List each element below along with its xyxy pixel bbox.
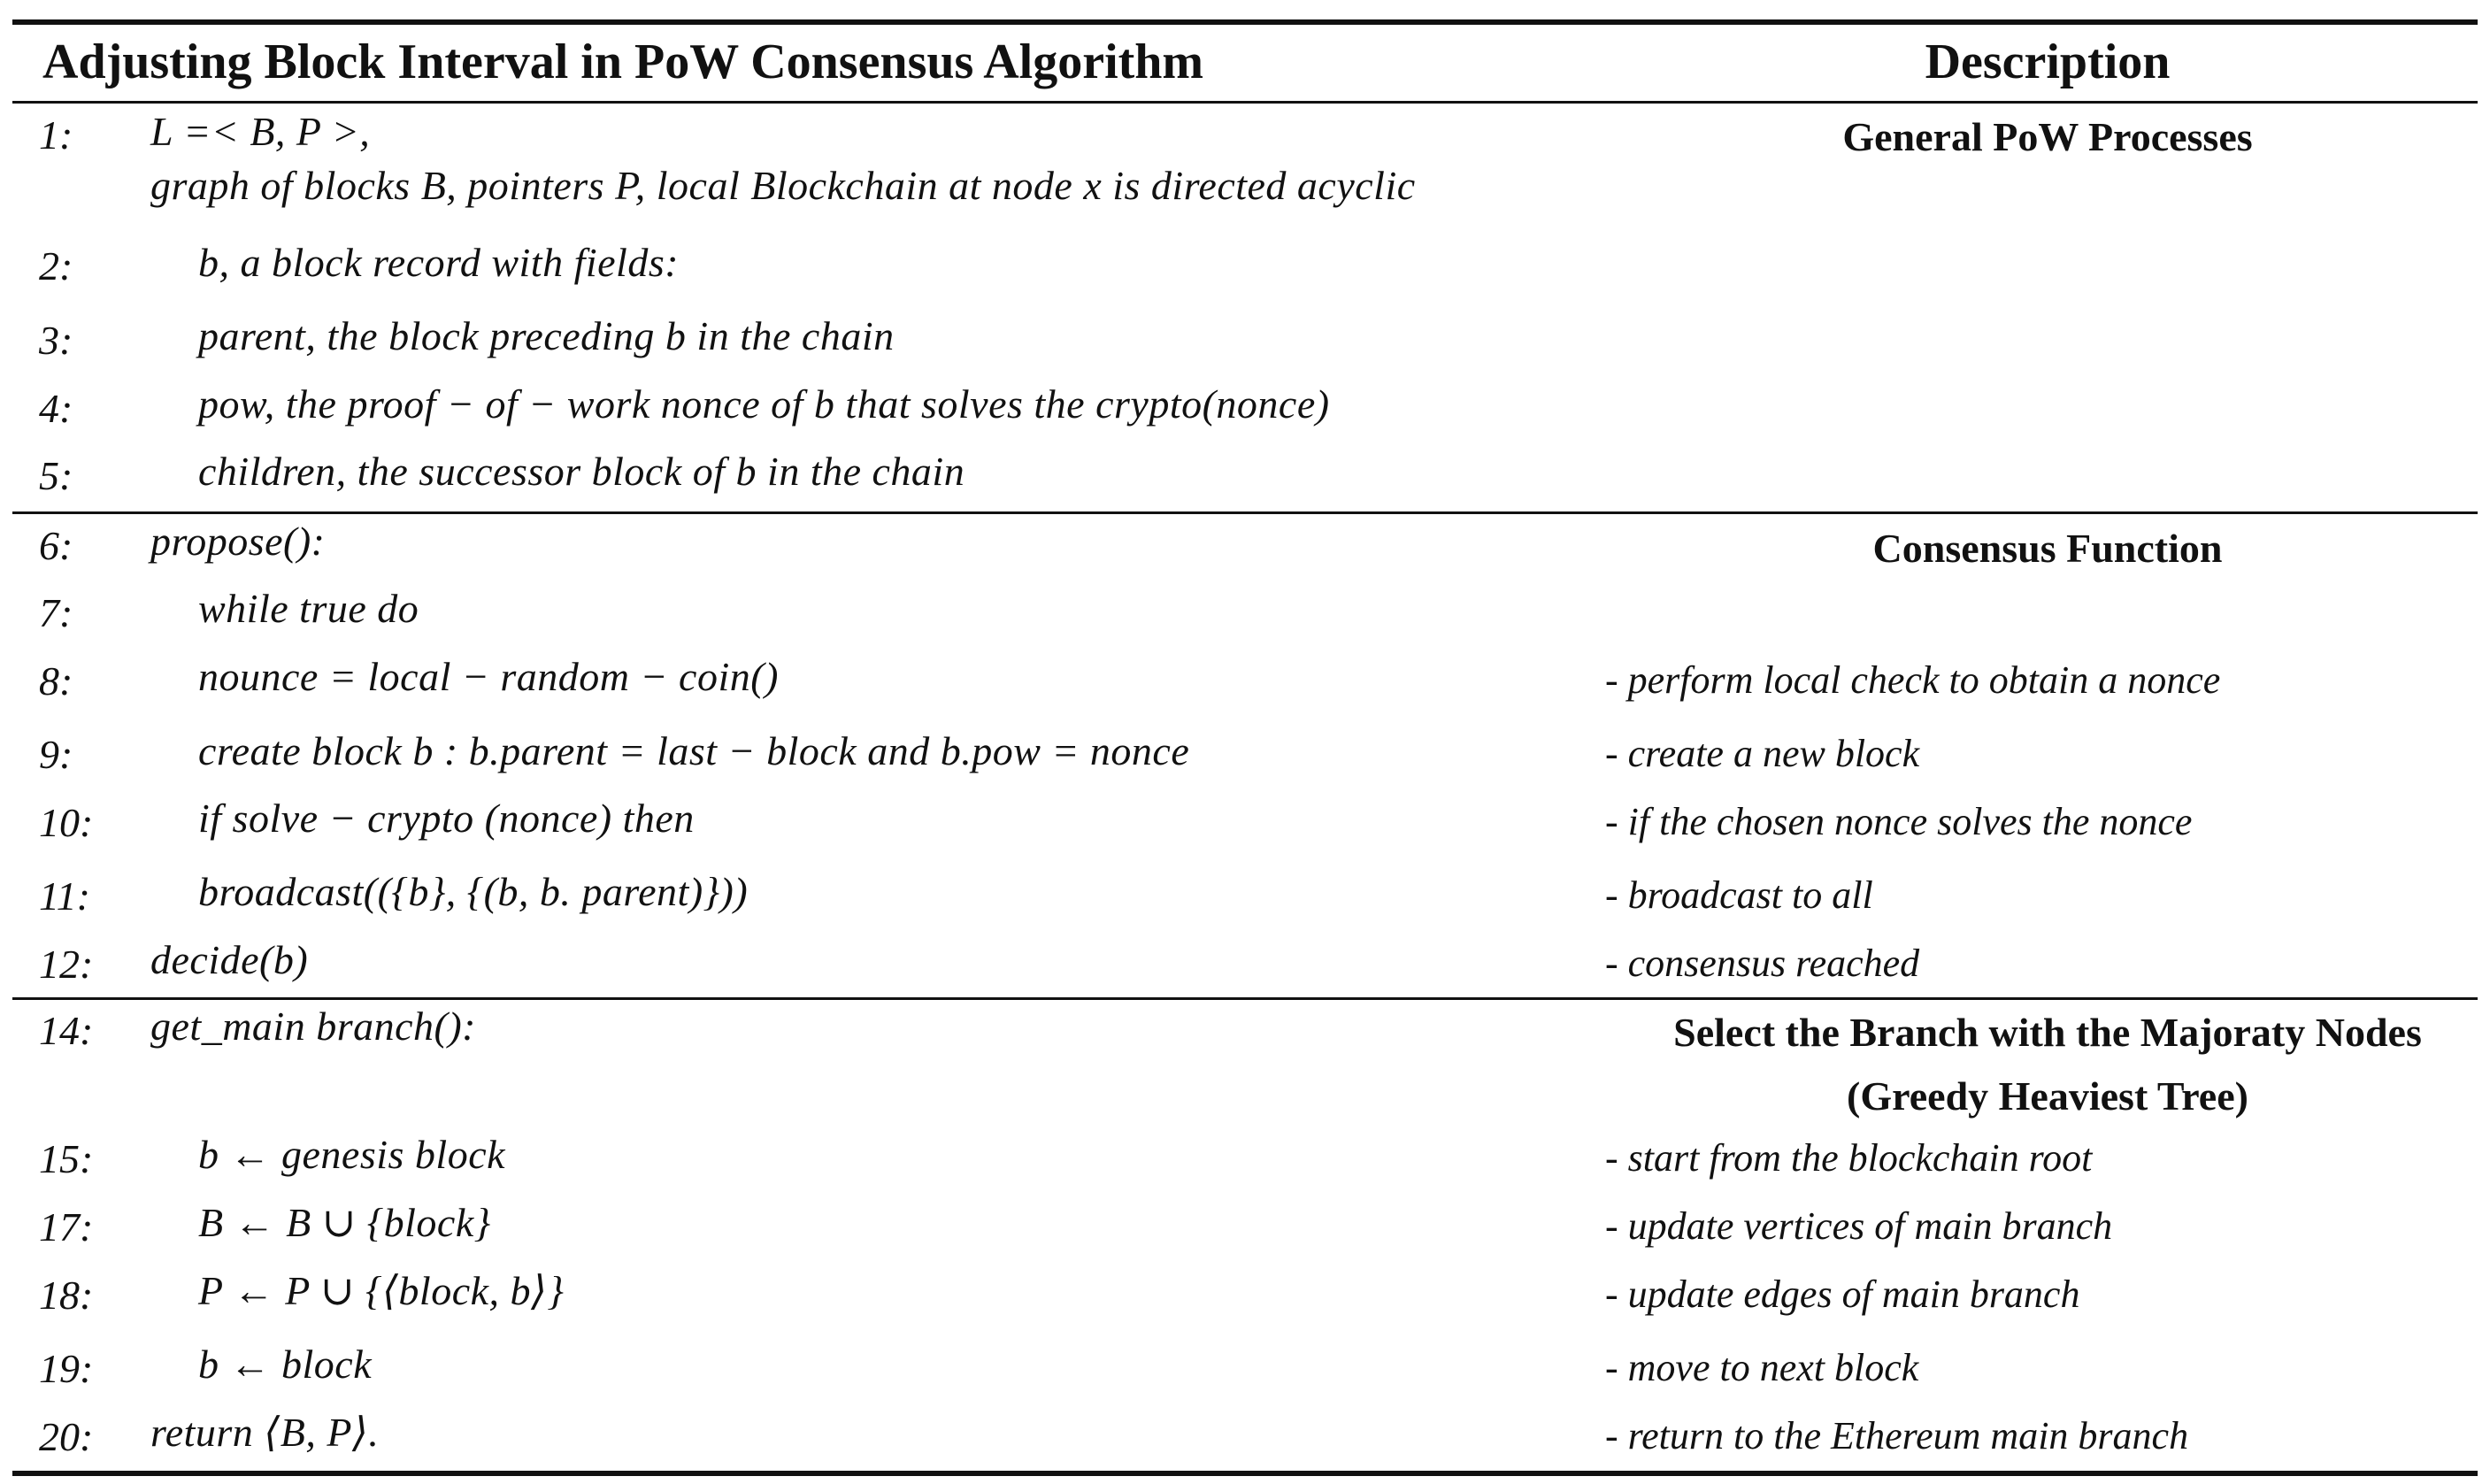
code-line: pow, the proof − of − work nonce of b th… [198,381,1330,427]
table-header-title: Adjusting Block Interval in PoW Consensu… [42,35,1204,89]
line-number: 3: [39,318,73,363]
line-number: 20: [39,1414,94,1459]
code-line: children, the successor block of b in th… [198,449,965,494]
code-line: L =< B, P >, [150,109,371,154]
section-heading: (Greedy Heaviest Tree) [1847,1073,2248,1119]
section-rule [12,511,2478,514]
code-line: graph of blocks B, pointers P, local Blo… [150,163,1416,208]
step-description: - broadcast to all [1605,873,1873,917]
line-number: 15: [39,1136,94,1181]
line-number: 2: [39,243,73,288]
line-number: 17: [39,1204,94,1249]
step-description: - update edges of main branch [1605,1273,2080,1316]
step-description: - update vertices of main branch [1605,1204,2113,1248]
step-description: - if the chosen nonce solves the nonce [1605,800,2193,843]
top-rule [12,19,2478,25]
line-number: 7: [39,590,73,635]
header-rule [12,101,2478,104]
section-rule [12,997,2478,1000]
section-heading: Consensus Function [1872,526,2223,571]
step-description: - move to next block [1605,1346,1919,1389]
code-line: b, a block record with fields: [198,240,680,285]
line-number: 18: [39,1273,94,1318]
code-line: decide(b) [150,937,309,982]
line-number: 10: [39,800,94,845]
code-line: nounce = local − random − coin() [198,654,779,699]
table-header-description: Description [1925,35,2171,89]
step-description: - create a new block [1605,732,1920,775]
line-number: 5: [39,453,73,498]
section-heading: General PoW Processes [1842,114,2253,159]
line-number: 14: [39,1008,94,1053]
line-number: 19: [39,1346,94,1391]
code-line: b ← block [198,1342,373,1387]
step-description: - consensus reached [1605,942,1920,985]
line-number: 4: [39,386,73,431]
line-number: 9: [39,732,73,777]
code-line: if solve − crypto (nonce) then [198,796,695,841]
code-line: P ← P ∪ {⟨block, b⟩} [198,1268,565,1313]
code-line: parent, the block preceding b in the cha… [198,313,895,358]
step-description: - return to the Ethereum main branch [1605,1414,2189,1457]
code-line: propose(): [150,519,326,564]
bottom-rule [12,1471,2478,1476]
code-line: return ⟨B, P⟩. [150,1410,380,1455]
code-line: b ← genesis block [198,1132,506,1177]
code-line: B ← B ∪ {block} [198,1200,491,1245]
line-number: 11: [39,873,90,919]
line-number: 6: [39,523,73,568]
code-line: broadcast(({b}, {(b, b. parent)})) [198,869,749,914]
step-description: - start from the blockchain root [1605,1136,2093,1180]
section-heading: Select the Branch with the Majoraty Node… [1673,1010,2422,1055]
code-line: while true do [198,586,419,631]
line-number: 1: [39,112,73,158]
code-line: get_main branch(): [150,1003,476,1049]
line-number: 12: [39,942,94,987]
code-line: create block b : b.parent = last − block… [198,728,1190,773]
step-description: - perform local check to obtain a nonce [1605,658,2221,702]
line-number: 8: [39,658,73,704]
